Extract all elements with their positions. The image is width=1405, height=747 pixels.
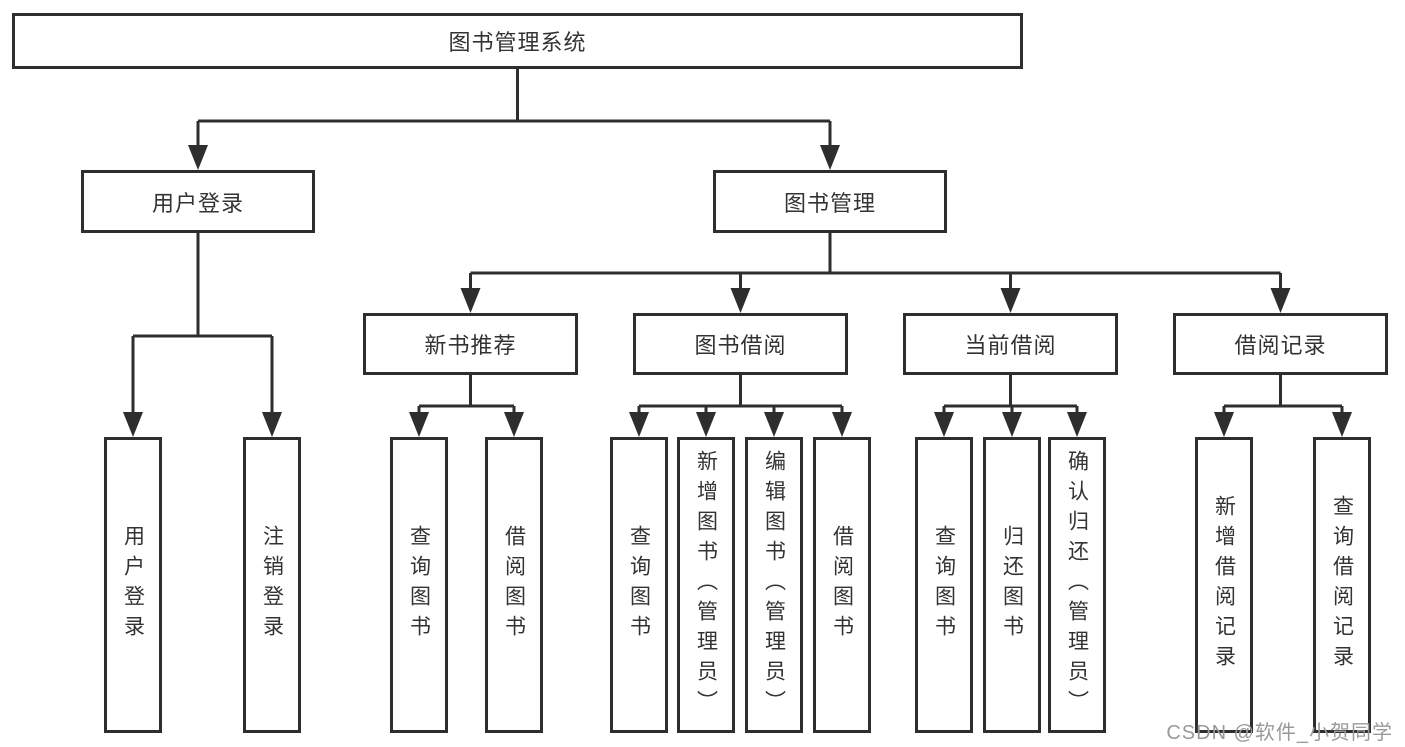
arrowhead-icon — [696, 412, 716, 437]
leaf-label: 借阅图书 — [502, 525, 526, 645]
leaf-return-books: 归还图书 — [983, 437, 1041, 733]
leaf-label: 借阅图书 — [830, 525, 854, 645]
node-book-borrowing: 图书借阅 — [633, 313, 848, 375]
arrowhead-icon — [188, 145, 208, 170]
arrowhead-icon — [820, 145, 840, 170]
arrowhead-icon — [764, 412, 784, 437]
node-label: 借阅记录 — [1234, 333, 1327, 358]
leaf-add-borrow-record: 新增借阅记录 — [1195, 437, 1253, 733]
csdn-watermark: CSDN @软件_小贺同学 — [1166, 722, 1393, 744]
connector-arrowheads — [123, 145, 1352, 437]
node-borrowing-records: 借阅记录 — [1173, 313, 1388, 375]
arrowhead-icon — [1067, 412, 1087, 437]
node-user-login: 用户登录 — [81, 170, 315, 233]
arrowhead-icon — [460, 288, 481, 313]
leaf-label: 确认归还（管理员） — [1065, 450, 1089, 720]
leaf-query-books-borrow: 查询图书 — [610, 437, 668, 733]
arrowhead-icon — [409, 412, 429, 437]
arrowhead-icon — [504, 412, 524, 437]
leaf-label: 查询图书 — [932, 525, 956, 645]
leaf-add-books-admin: 新增图书（管理员） — [677, 437, 735, 733]
leaf-query-books-recommend: 查询图书 — [390, 437, 448, 733]
leaf-label: 新增图书（管理员） — [694, 450, 718, 720]
node-label: 图书借阅 — [694, 333, 787, 358]
node-library-management-system: 图书管理系统 — [12, 13, 1023, 69]
leaf-label: 查询图书 — [627, 525, 651, 645]
leaf-query-books-current: 查询图书 — [915, 437, 973, 733]
arrowhead-icon — [1214, 412, 1234, 437]
leaf-label: 归还图书 — [1000, 525, 1024, 645]
node-new-book-recommendation: 新书推荐 — [363, 313, 578, 375]
arrowhead-icon — [629, 412, 649, 437]
arrowhead-icon — [832, 412, 852, 437]
leaf-confirm-return-admin: 确认归还（管理员） — [1048, 437, 1106, 733]
leaf-label: 查询图书 — [407, 525, 431, 645]
leaf-borrow-books-recommend: 借阅图书 — [485, 437, 543, 733]
arrowhead-icon — [1000, 288, 1021, 313]
leaf-user-login: 用户登录 — [104, 437, 162, 733]
leaf-label: 注销登录 — [260, 525, 284, 645]
arrowhead-icon — [1002, 412, 1022, 437]
leaf-label: 用户登录 — [121, 525, 145, 645]
arrowhead-icon — [262, 412, 282, 437]
leaf-query-borrow-record: 查询借阅记录 — [1313, 437, 1371, 733]
arrowhead-icon — [730, 288, 751, 313]
node-label: 图书管理 — [783, 190, 876, 216]
connector-lines — [131, 69, 1344, 416]
leaf-label: 查询借阅记录 — [1330, 495, 1354, 675]
node-label: 当前借阅 — [964, 333, 1057, 358]
node-label: 图书管理系统 — [448, 30, 587, 55]
leaf-label: 编辑图书（管理员） — [762, 450, 786, 720]
arrowhead-icon — [934, 412, 954, 437]
node-book-management: 图书管理 — [713, 170, 947, 233]
leaf-logout: 注销登录 — [243, 437, 301, 733]
leaf-edit-books-admin: 编辑图书（管理员） — [745, 437, 803, 733]
arrowhead-icon — [1270, 288, 1291, 313]
node-current-borrowing: 当前借阅 — [903, 313, 1118, 375]
arrowhead-icon — [1332, 412, 1352, 437]
arrowhead-icon — [123, 412, 143, 437]
leaf-label: 新增借阅记录 — [1212, 495, 1236, 675]
node-label: 新书推荐 — [424, 333, 517, 358]
node-label: 用户登录 — [151, 190, 244, 216]
leaf-borrow-books: 借阅图书 — [813, 437, 871, 733]
